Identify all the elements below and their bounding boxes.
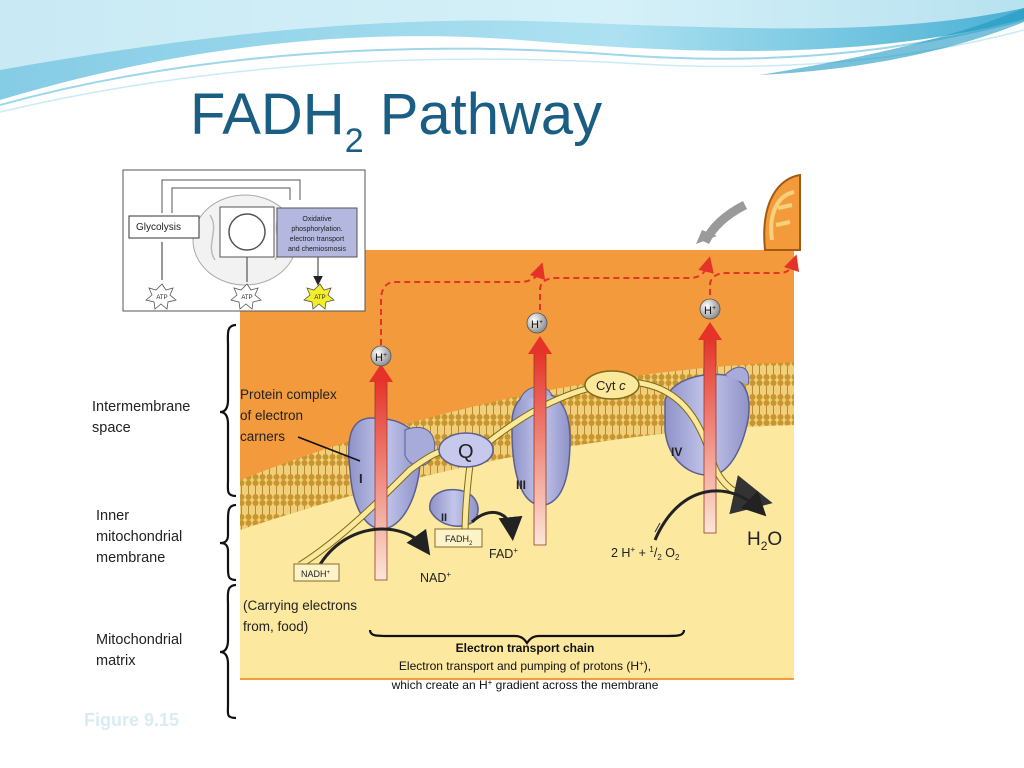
proton-flow-paths — [380, 254, 800, 345]
oxygen-arrow — [653, 489, 767, 541]
svg-text:and chemiosmosis: and chemiosmosis — [288, 246, 346, 253]
fadh2-arrow — [470, 511, 523, 541]
complex-ii-label: II — [441, 512, 447, 524]
h-plus-ion-1: H+ — [370, 345, 392, 367]
svg-text:NADH+: NADH+ — [301, 569, 331, 579]
svg-text:carners: carners — [240, 429, 285, 444]
svg-text:H+: H+ — [375, 352, 387, 364]
slide-title: FADH2 Pathway — [190, 82, 603, 160]
matrix-brace — [219, 583, 237, 720]
svg-text:Q: Q — [458, 441, 474, 463]
mitochondrion-icon — [696, 173, 801, 251]
proton-pump-arrow-3 — [698, 322, 722, 534]
h-plus-ion-2: H+ — [526, 312, 548, 334]
protein-complex-callout: Protein complex of electron carners — [240, 387, 361, 462]
complex-iii-label: III — [516, 478, 526, 492]
h-plus-ion-3: H+ — [699, 298, 721, 320]
svg-text:ATP: ATP — [241, 295, 252, 301]
svg-text:FADH2: FADH2 — [445, 534, 473, 547]
svg-text:Oxidative: Oxidative — [302, 216, 331, 223]
svg-text:H+: H+ — [531, 319, 543, 331]
carrying-electrons-label: (Carrying electrons — [243, 598, 357, 613]
svg-text:Protein complex: Protein complex — [240, 387, 337, 402]
oxygen-tick — [654, 522, 661, 533]
nad-plus-label: NAD+ — [420, 570, 451, 585]
oxygen-equation: 2 H+ + 1/2 O2 — [611, 545, 680, 562]
etc-title: Electron transport chain — [456, 641, 595, 655]
svg-text:electron transport: electron transport — [290, 236, 345, 243]
water-label: H2O — [747, 529, 782, 553]
carrying-electrons-label-2: from, food) — [243, 619, 308, 634]
nadh-box: NADH+ — [293, 563, 340, 582]
svg-text:Cyt c: Cyt c — [596, 378, 626, 393]
membrane-brace — [219, 503, 237, 582]
header-wave-decoration — [0, 0, 1024, 113]
complex-iv-label: IV — [671, 445, 682, 459]
overview-inset: Glycolysis Oxidative phosphorylation. el… — [122, 169, 366, 312]
svg-text:phosphorylation.: phosphorylation. — [291, 226, 342, 233]
ubiquinone-q: Q — [438, 432, 494, 468]
complex-i-label: I — [359, 471, 363, 486]
fadh2-box: FADH2 — [434, 528, 483, 548]
svg-text:Glycolysis: Glycolysis — [136, 222, 181, 233]
nadh-arrow — [316, 527, 431, 569]
etc-bracket — [368, 629, 686, 645]
svg-text:of electron: of electron — [240, 408, 303, 423]
svg-text:H+: H+ — [704, 305, 716, 317]
etc-description-line2: which create an H+ gradient across the m… — [391, 678, 659, 692]
cytochrome-c: Cyt c — [584, 370, 640, 400]
etc-description-line1: Electron transport and pumping of proton… — [399, 659, 651, 673]
figure-caption: Figure 9.15 — [84, 710, 180, 730]
proton-pump-arrow-2 — [528, 336, 552, 546]
svg-text:ATP: ATP — [314, 295, 325, 301]
intermembrane-brace — [219, 323, 237, 498]
fad-plus-label: FAD+ — [489, 546, 518, 561]
svg-text:ATP: ATP — [156, 295, 167, 301]
